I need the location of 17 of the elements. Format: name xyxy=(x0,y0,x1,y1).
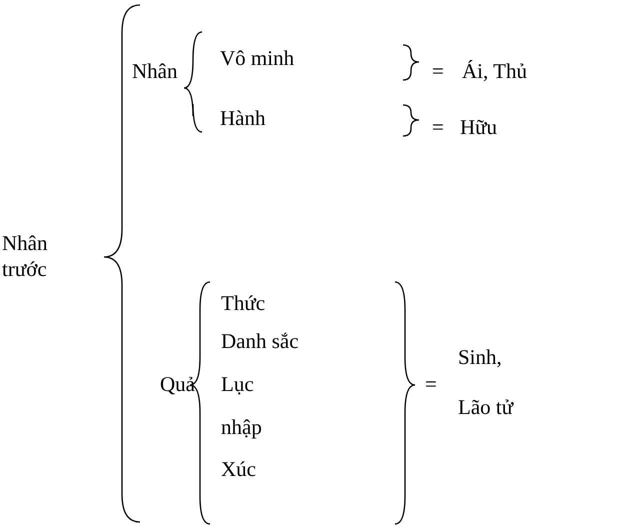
equals-sign: = xyxy=(425,371,437,397)
term-label: Xúc xyxy=(221,456,256,482)
group-label: Nhân xyxy=(132,58,178,84)
term-label: Vô minh xyxy=(220,45,294,71)
group-label: Quả xyxy=(160,371,195,397)
term-label: Ái, Thủ xyxy=(462,58,527,84)
equals-sign: = xyxy=(432,58,444,84)
group-label: Nhân trước xyxy=(2,230,48,282)
term-label: Hữu xyxy=(460,114,498,140)
term-label: Danh sắc xyxy=(221,328,299,354)
term-label: Hành xyxy=(220,105,266,131)
equals-sign: = xyxy=(432,114,444,140)
term-label: Lão tử xyxy=(458,394,514,420)
term-label: nhập xyxy=(221,414,262,440)
term-label: Thức xyxy=(221,290,266,316)
term-label: Sinh, xyxy=(458,344,502,370)
term-label: Lục xyxy=(221,371,254,397)
